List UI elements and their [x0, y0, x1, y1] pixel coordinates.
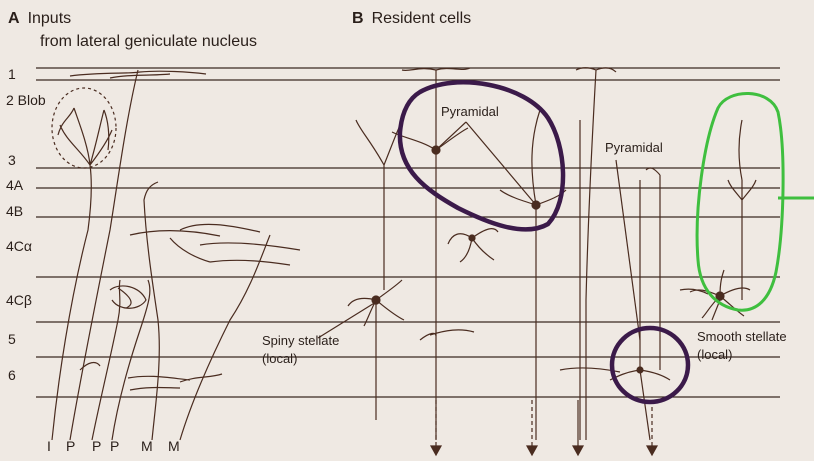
- arrowhead: [527, 446, 537, 455]
- smooth-stellate-soma: [716, 292, 724, 300]
- axon-label-p1: P: [66, 438, 75, 454]
- pointer-pyramidal-2: [616, 160, 640, 340]
- output-arrows: [431, 400, 657, 455]
- axon-label-i: I: [47, 438, 51, 454]
- layer-label-4c-alpha: 4Cα: [6, 238, 32, 254]
- lgn-axons: [52, 70, 300, 440]
- pointer-pyramidal-1: [436, 122, 536, 205]
- purple-loop-lower: [612, 328, 688, 402]
- axon-label-m1: M: [141, 438, 153, 454]
- axon-label-p2: P: [92, 438, 101, 454]
- label-spiny-stellate-local: (local): [262, 351, 297, 367]
- label-spiny-stellate: Spiny stellate: [262, 333, 339, 349]
- layer-label-4c-beta: 4Cβ: [6, 292, 32, 308]
- panel-b-title: B Resident cells: [352, 9, 471, 28]
- alpha-arbor: [130, 224, 300, 265]
- axon-label-p3: P: [110, 438, 119, 454]
- layer1-arbor: [70, 71, 206, 78]
- panel-a-title: A Inputs: [8, 9, 71, 28]
- layer-label-3: 3: [8, 152, 16, 168]
- axon-m2: [180, 235, 270, 440]
- green-region-cell: [728, 120, 756, 300]
- arrowhead: [431, 446, 441, 455]
- panel-b-title-text: Resident cells: [372, 10, 472, 27]
- label-smooth-stellate-local: (local): [697, 347, 732, 363]
- stellate-4c-soma: [469, 235, 475, 241]
- arrowhead: [647, 446, 657, 455]
- layer-label-5: 5: [8, 331, 16, 347]
- panel-b-letter: B: [352, 10, 364, 27]
- pyramidal-axon-5: [586, 70, 596, 440]
- label-pyramidal-1: Pyramidal: [441, 104, 499, 120]
- label-smooth-stellate: Smooth stellate: [697, 329, 787, 345]
- pyramidal-3: [356, 118, 404, 290]
- label-pyramidal-2: Pyramidal: [605, 140, 663, 156]
- green-loop: [697, 93, 783, 310]
- layer-label-4b: 4B: [6, 203, 23, 219]
- pyramidal-dendrites-2: [500, 110, 566, 205]
- marker-annotations: [400, 82, 814, 402]
- panel-a-title-line1: Inputs: [28, 10, 72, 27]
- spiny-stellate-soma: [372, 296, 380, 304]
- layer-label-4a: 4A: [6, 177, 23, 193]
- beta-arbor: [110, 286, 146, 308]
- panel-a-title-line2: from lateral geniculate nucleus: [40, 32, 257, 51]
- layer-label-2: 2 Blob: [6, 92, 46, 108]
- layer-label-6: 6: [8, 367, 16, 383]
- axon-label-m2: M: [168, 438, 180, 454]
- layer-label-1: 1: [8, 66, 16, 82]
- resident-cells: [318, 68, 756, 440]
- pyramidal-6b: [646, 168, 660, 370]
- pyramidal-6-soma: [637, 367, 643, 373]
- arrowhead: [573, 446, 583, 455]
- axon-i: [52, 165, 91, 440]
- layer6-arbor: [128, 374, 222, 390]
- blob-arbor: [58, 108, 112, 165]
- stellate-4c: [448, 229, 498, 262]
- panel-a-letter: A: [8, 10, 20, 27]
